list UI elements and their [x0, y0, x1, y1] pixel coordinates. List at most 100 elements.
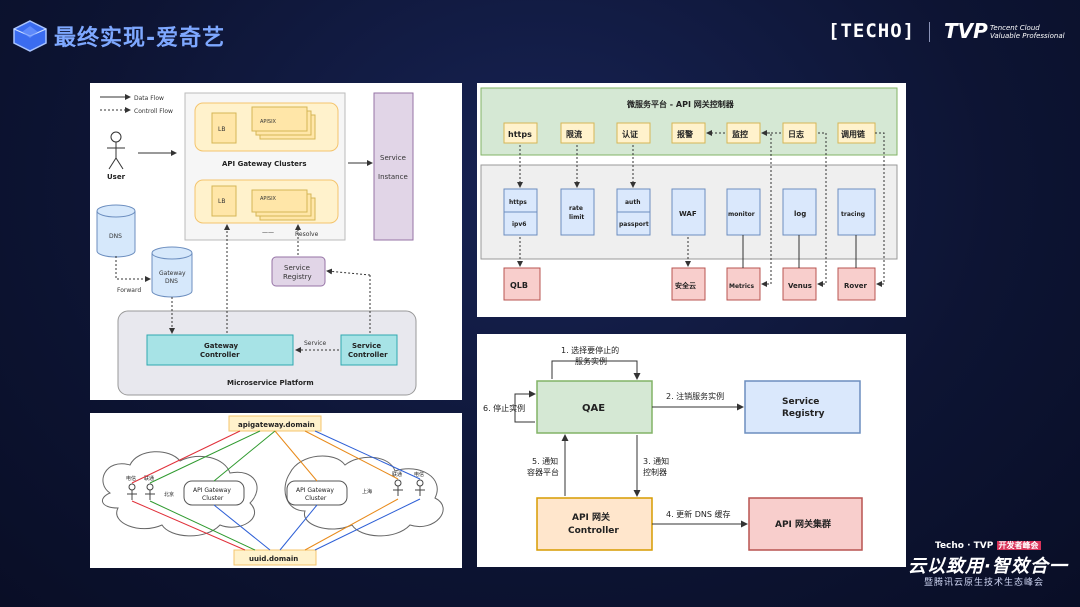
- event-tag: 开发者峰会: [996, 541, 1041, 550]
- service-registry-label-1: Service: [284, 264, 310, 272]
- qlb-box: [503, 267, 541, 301]
- legend-data-flow: Data Flow: [134, 95, 164, 102]
- uuid-domain-box: [233, 549, 317, 566]
- shutdown-flow-diagram: QAE Service Registry API 网关 Controller A…: [483, 345, 863, 551]
- dns-cylinder: [96, 204, 136, 258]
- ratelimit-plugin-box: [560, 188, 595, 236]
- https-plugin-label: https: [509, 199, 527, 206]
- clusters-label: API Gateway Clusters: [222, 160, 307, 168]
- api-cluster-label: API 网关集群: [775, 518, 831, 530]
- service-registry-box: [744, 380, 861, 434]
- apigateway-domain-label: apigateway.domain: [238, 421, 315, 429]
- gateway-plugins-area: [480, 164, 898, 260]
- multi-region-diagram: apigateway.domain uuid.domain API Gatewa…: [102, 415, 444, 566]
- gateway-controller-label-2: Controller: [200, 351, 240, 359]
- gateway-controller-box: [146, 334, 294, 366]
- limit-label: limit: [569, 214, 584, 221]
- dns-label: DNS: [109, 233, 122, 240]
- flow-arrows: [514, 360, 748, 528]
- metrics-box: [726, 267, 761, 301]
- service-controller-box: [340, 334, 398, 366]
- tab-tracing: 调用链: [841, 129, 866, 139]
- service-registry-box: [271, 256, 326, 287]
- api-controller-label-1: API 网关: [572, 511, 610, 523]
- crystal-logo-icon: [13, 20, 47, 52]
- service-registry-label-2: Registry: [782, 409, 825, 419]
- log-plugin-label: log: [794, 210, 806, 218]
- logo-divider: [929, 22, 930, 42]
- step4-label: 4. 更新 DNS 缓存: [666, 509, 730, 519]
- techo-logo: [TECHO]: [828, 20, 916, 42]
- qae-box: [536, 380, 653, 434]
- tab-alarm: 报警: [677, 129, 693, 139]
- event-slogan: 云以致用·智效合一: [908, 556, 1068, 577]
- gateway-dns-label-1: Gateway: [159, 270, 186, 277]
- cluster2-label-1: API Gateway: [296, 487, 334, 494]
- apisix-label-1: APISIX: [260, 119, 277, 125]
- cluster1-label-2: Cluster: [202, 495, 224, 502]
- platform-controller-header: [480, 87, 898, 156]
- service-controller-label-2: Controller: [348, 351, 388, 359]
- api-gateway-cluster-box: [748, 497, 863, 551]
- traffic-lines: [131, 430, 421, 551]
- beijing-cloud: [102, 451, 258, 537]
- liantong-label-bj: 联通: [144, 475, 154, 482]
- platform-controller-title: 微服务平台 - API 网关控制器: [626, 99, 735, 109]
- anquanyun-box: [671, 267, 706, 301]
- connector-lines: [517, 130, 885, 287]
- step5-label-2: 容器平台: [527, 467, 559, 477]
- step1-label-2: 服务实例: [575, 356, 607, 366]
- service-registry-label-1: Service: [782, 397, 819, 407]
- api-gateway-controller-box: [536, 497, 653, 551]
- lb-label-1: LB: [218, 126, 225, 133]
- service-controller-label-1: Service: [352, 342, 381, 350]
- step3-label-2: 控制器: [643, 467, 667, 477]
- tvp-sub-line1: Tencent Cloud: [990, 24, 1040, 32]
- gateway-controller-label-1: Gateway: [204, 342, 239, 350]
- service-registry-label-2: Registry: [283, 273, 312, 281]
- panel-gateway-architecture: Data Flow Controll Flow User DNS Gateway…: [90, 83, 462, 400]
- event-badge: Techo · TVP 开发者峰会: [935, 540, 1041, 551]
- tracing-plugin-label: tracing: [841, 211, 865, 218]
- gateway-dns-label-2: DNS: [165, 278, 178, 285]
- tab-auth: 认证: [622, 129, 638, 139]
- qae-label: QAE: [582, 403, 605, 414]
- qlb-label: QLB: [510, 281, 528, 290]
- monitor-plugin-label: monitor: [728, 211, 755, 218]
- uuid-domain-label: uuid.domain: [249, 555, 298, 563]
- controller-features-diagram: 微服务平台 - API 网关控制器 https 限流 认证 报警 监控 日志 调…: [480, 87, 898, 301]
- slide-title: 最终实现-爱奇艺: [54, 26, 226, 51]
- passport-plugin-label: passport: [619, 221, 649, 228]
- panel-controller-features: 微服务平台 - API 网关控制器 https 限流 认证 报警 监控 日志 调…: [477, 83, 906, 317]
- legend-control-flow: Controll Flow: [134, 108, 173, 115]
- tvp-sub-line2: Valuable Professional: [990, 32, 1065, 40]
- dianxin-label-sh: 电信: [414, 471, 424, 478]
- platform-label: Microservice Platform: [227, 379, 314, 387]
- ipv6-plugin-label: ipv6: [512, 221, 526, 228]
- beijing-label: 北京: [164, 491, 174, 498]
- venus-label: Venus: [788, 282, 812, 290]
- cluster1-label-1: API Gateway: [193, 487, 231, 494]
- metrics-label: Metrics: [729, 283, 754, 290]
- anquanyun-label: 安全云: [675, 281, 696, 290]
- step2-label: 2. 注销服务实例: [666, 391, 724, 401]
- service-instance-box: [373, 92, 414, 241]
- cluster2-label-2: Cluster: [305, 495, 327, 502]
- monitor-plugin-box: [726, 188, 761, 236]
- resolve-label: Resolve: [295, 231, 319, 238]
- service-instance-label-1: Service: [380, 154, 406, 162]
- user-icons: [127, 479, 425, 500]
- solid-connector-lines: [742, 235, 857, 268]
- rate-label: rate: [569, 205, 583, 212]
- service-instance-label-2: Instance: [378, 173, 408, 181]
- step6-label: 6. 停止实例: [483, 403, 525, 413]
- user-label: User: [107, 173, 126, 181]
- step5-label-1: 5. 通知: [532, 456, 558, 466]
- rover-label: Rover: [844, 282, 868, 290]
- panel-shutdown-flow: QAE Service Registry API 网关 Controller A…: [477, 334, 906, 567]
- tracing-plugin-box: [837, 188, 876, 236]
- tab-monitor: 监控: [732, 129, 748, 139]
- architecture-diagram: Data Flow Controll Flow User DNS Gateway…: [96, 92, 417, 396]
- waf-plugin-box: [671, 188, 706, 236]
